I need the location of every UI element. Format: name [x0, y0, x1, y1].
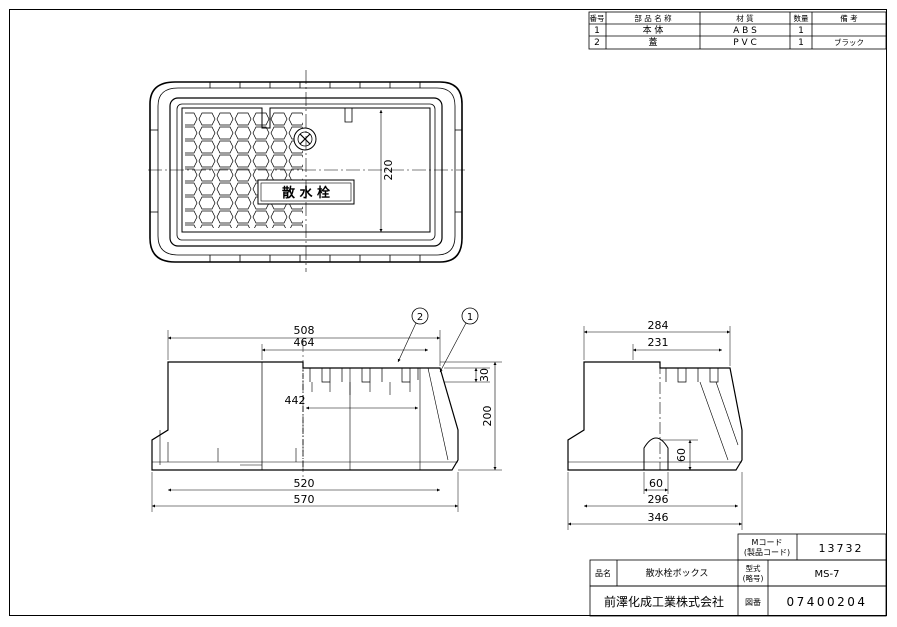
parts-row-1-name: 本 体 [643, 24, 664, 36]
parts-header-number: 番号 [590, 13, 605, 23]
lid-label: 散 水 栓 [282, 185, 330, 201]
drawing-border [9, 9, 887, 616]
dim-front-442: 442 [285, 394, 306, 407]
top-view [148, 70, 465, 272]
dim-front-520: 520 [294, 477, 315, 490]
parts-row-1-material: A B S [733, 26, 757, 36]
front-view [151, 307, 502, 512]
model-label-2: (略号) [743, 573, 764, 583]
parts-header-name: 部 品 名 称 [634, 13, 672, 23]
dim-side-60-height: 60 [675, 448, 688, 462]
dim-top-220: 220 [382, 160, 395, 181]
title-block [589, 533, 887, 617]
parts-header-note: 備 考 [840, 13, 858, 23]
parts-table [588, 11, 887, 50]
parts-row-2-qty: 1 [798, 38, 804, 48]
company-name: 前澤化成工業株式会社 [604, 594, 724, 609]
mcode-label-2: (製品コード) [744, 547, 790, 557]
parts-header-material: 材 質 [736, 13, 754, 23]
dim-side-296: 296 [648, 493, 669, 506]
mcode-value: 13732 [819, 542, 864, 555]
dim-side-284: 284 [648, 319, 669, 332]
dim-front-200: 200 [481, 406, 494, 427]
drawing-no-label: 図番 [745, 597, 761, 607]
parts-row-2-number: 2 [594, 38, 600, 48]
drawing-no-value: 07400204 [786, 595, 867, 609]
name-value: 散水栓ボックス [646, 567, 709, 579]
model-value: MS-7 [815, 569, 840, 580]
parts-row-2-material: P V C [733, 38, 757, 48]
dim-side-60-width: 60 [649, 477, 663, 490]
parts-header-qty: 数量 [794, 13, 809, 23]
callout-1: 1 [467, 312, 473, 323]
side-view [567, 326, 743, 530]
dim-front-570: 570 [294, 493, 315, 506]
dim-side-346: 346 [648, 511, 669, 524]
dim-side-231: 231 [648, 336, 669, 349]
parts-row-1-number: 1 [594, 26, 600, 36]
parts-row-2-name: 蓋 [648, 36, 657, 48]
parts-row-1-qty: 1 [798, 26, 804, 36]
dim-front-508: 508 [294, 324, 315, 337]
name-label: 品名 [595, 568, 611, 578]
model-label-1: 型式 [746, 563, 761, 573]
dim-front-464: 464 [294, 336, 315, 349]
mcode-label-1: Mコード [752, 538, 783, 547]
dim-front-30: 30 [478, 368, 491, 382]
callout-2: 2 [417, 312, 423, 323]
parts-row-2-note: ブラック [834, 37, 864, 47]
